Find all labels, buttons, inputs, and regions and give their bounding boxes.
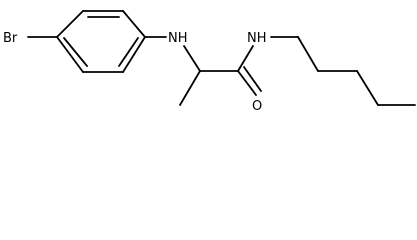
ring-bond-1 [56,10,84,38]
molecule-structure-diagram: Br NH O NH [3,10,416,114]
amine-nh-label: NH [168,31,188,46]
ring-double-bond-left [63,37,88,67]
benzene-ring [56,10,146,73]
ring-bond-4 [122,36,146,73]
bromine-label: Br [3,31,18,46]
ring-double-bond-right [118,37,139,67]
oxygen-label: O [252,99,262,114]
pentyl-chain [270,36,416,106]
carbonyl-bond-1 [237,70,257,96]
n-alpha-carbon-bond [183,45,201,72]
chain-bond-2 [297,36,319,72]
chain-bond-4 [356,70,379,106]
ring-bond-6 [56,36,84,73]
ring-bond-3 [122,10,146,38]
amide-nh-label: NH [247,31,267,46]
amide-n-bond [237,45,254,72]
carbonyl-bond-2 [243,66,262,92]
methyl-bond [179,70,201,106]
